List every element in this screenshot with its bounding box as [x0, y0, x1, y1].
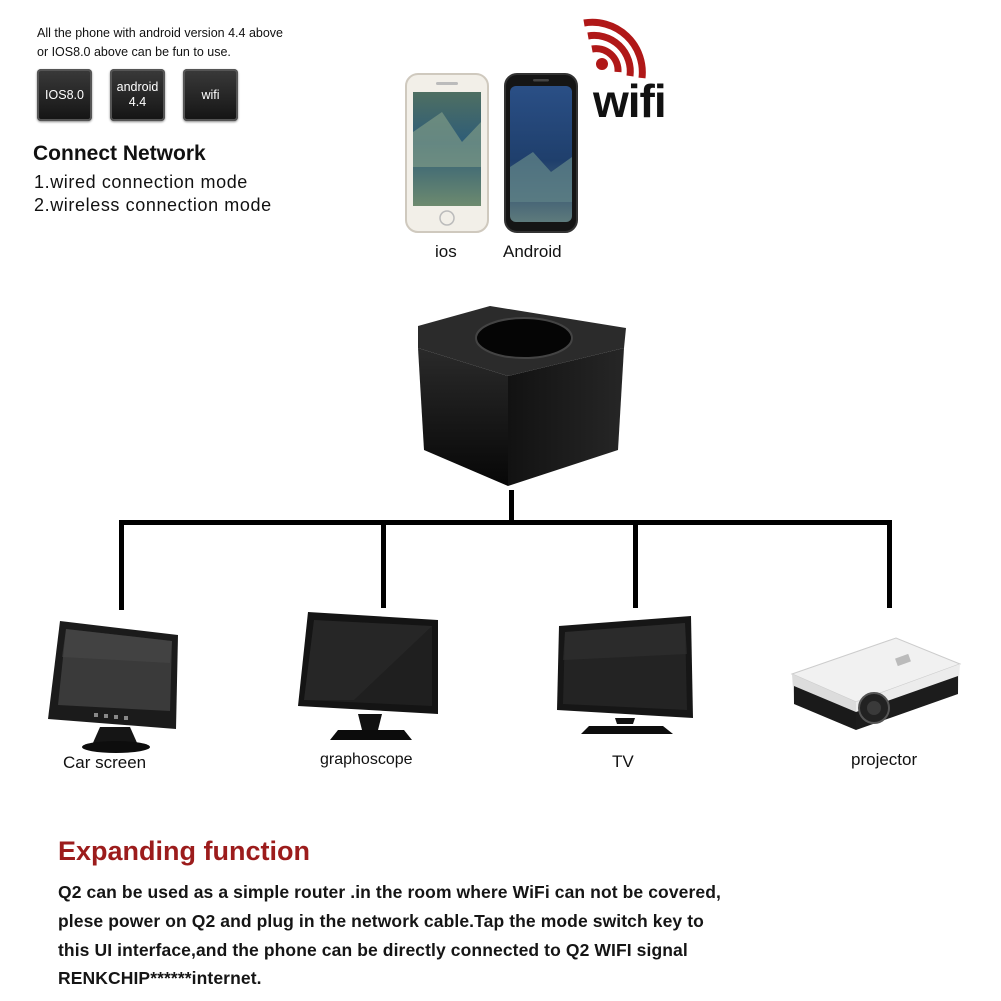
device-label-tv: TV [612, 752, 634, 771]
badge-wifi: wifi [183, 69, 238, 121]
wifi-icon [583, 18, 646, 79]
phone-label-android: Android [503, 242, 562, 261]
device-label-car-screen: Car screen [63, 753, 147, 772]
connect-network-title: Connect Network [33, 142, 206, 165]
badge-android: android 4.4 [110, 69, 165, 121]
connection-mode-2: 2.wireless connection mode [34, 195, 272, 215]
wire-graphoscope [381, 520, 386, 608]
car-screen-icon [48, 621, 178, 753]
iphone-icon [405, 73, 489, 233]
compatibility-note-line-1: All the phone with android version 4.4 a… [37, 26, 283, 40]
expanding-text-line-1: Q2 can be used as a simple router .in th… [58, 882, 721, 902]
wire-projector [887, 520, 892, 608]
device-label-projector: projector [851, 750, 918, 769]
expanding-text-line-4: RENKCHIP******internet. [58, 968, 262, 988]
q2-hub-device-icon [418, 306, 626, 486]
device-label-graphoscope: graphoscope [320, 751, 413, 768]
compatibility-note-line-2: or IOS8.0 above can be fun to use. [37, 45, 231, 59]
badge-ios: IOS8.0 [37, 69, 92, 121]
expanding-text-line-3: this UI interface,and the phone can be d… [58, 940, 688, 960]
wire-car-screen [119, 520, 124, 610]
wifi-label: wifi [593, 75, 667, 127]
android-phone-icon [504, 73, 578, 233]
connection-mode-1: 1.wired connection mode [34, 172, 248, 192]
phone-label-ios: ios [435, 242, 457, 261]
tv-icon [557, 616, 693, 734]
projector-icon [790, 637, 962, 730]
os-badges: IOS8.0 android 4.4 wifi [37, 69, 238, 121]
expanding-function-title: Expanding function [58, 836, 310, 866]
monitor-icon [298, 612, 438, 740]
wire-tv [633, 520, 638, 608]
compatibility-note: All the phone with android version 4.4 a… [37, 24, 337, 62]
hub-down-wire [509, 490, 514, 524]
bus-wire [119, 520, 892, 525]
expanding-text-line-2: plese power on Q2 and plug in the networ… [58, 911, 704, 931]
